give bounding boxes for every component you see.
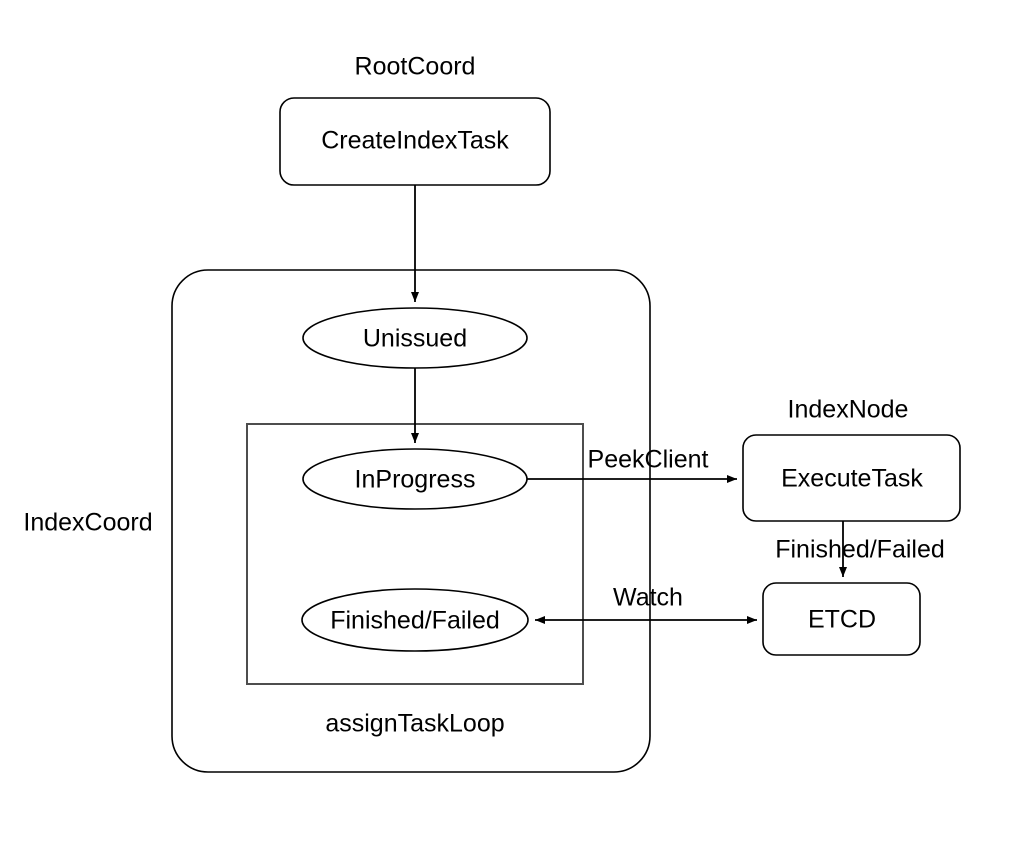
node-label-unissued: Unissued: [362, 324, 468, 353]
group-label-assign-task-loop: assignTaskLoop: [325, 709, 505, 738]
group-label-index-coord: IndexCoord: [23, 508, 153, 537]
node-label-execute-task: ExecuteTask: [781, 464, 923, 493]
node-label-finished-failed: Finished/Failed: [330, 606, 500, 635]
node-finished-failed-shape[interactable]: [301, 588, 529, 652]
node-label-etcd: ETCD: [807, 605, 877, 634]
node-etcd-shape[interactable]: [762, 582, 921, 656]
group-label-root-coord: RootCoord: [354, 52, 476, 81]
container-index-coord: [171, 269, 651, 773]
edge-label-finished-failed: Finished/Failed: [775, 535, 945, 564]
node-execute-task-shape[interactable]: [742, 434, 961, 522]
node-label-in-progress: InProgress: [354, 465, 476, 494]
edge-label-watch: Watch: [613, 583, 683, 612]
node-label-create-index-task: CreateIndexTask: [321, 126, 509, 155]
edge-label-peek-client: PeekClient: [587, 445, 709, 474]
group-label-index-node: IndexNode: [787, 395, 909, 424]
